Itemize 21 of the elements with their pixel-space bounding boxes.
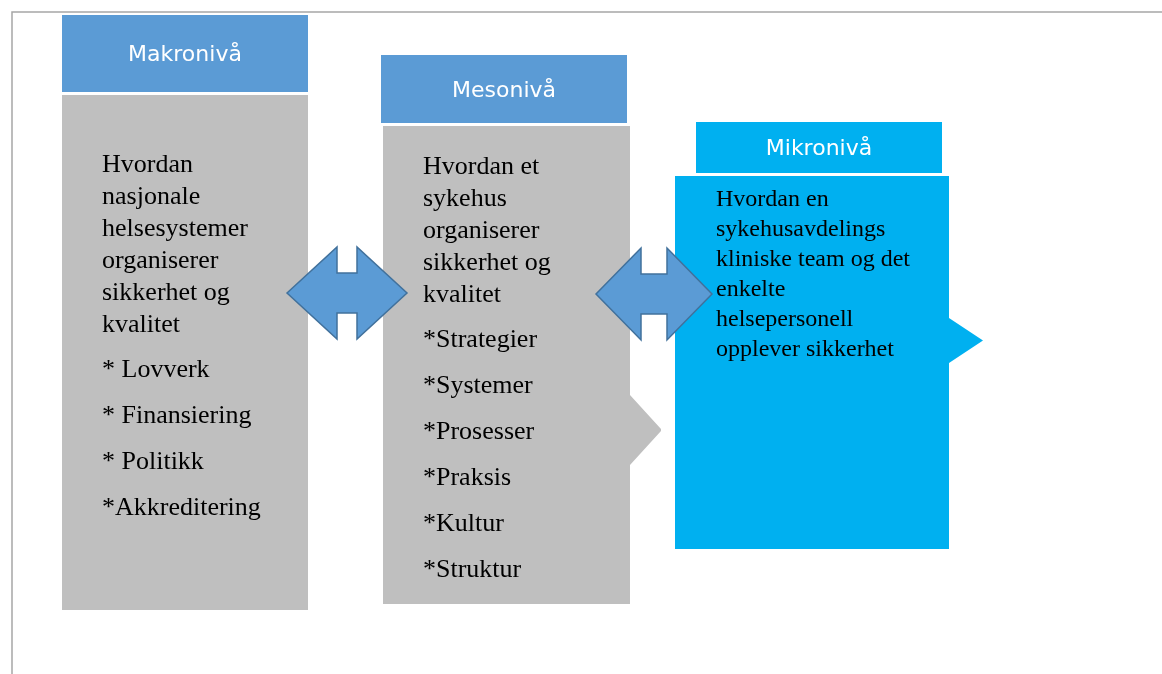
list-item: *Prosesser [423,415,536,447]
level-heading: Mesonivå [451,75,557,104]
list-item: *Akkreditering [102,491,262,523]
list-item: *Praksis [423,461,513,493]
list-item: *Struktur [423,553,523,585]
description-text: Hvordan en sykehusavdelings kliniske team og det enkelte helsepersonell opplever sikkerhet [716,184,911,363]
level-heading: Makronivå [127,40,243,68]
list-item: *Systemer [423,369,534,401]
description-text: Hvordan et sykehus organiserer sikkerhet og kvalitet [423,150,552,310]
double-arrow [594,246,714,342]
list-item: * Finansiering [102,399,253,431]
list-item: *Strategier [423,323,539,355]
level-column [62,15,308,610]
list-item: * Politikk [102,445,205,477]
description-text: Hvordan nasjonale helsesystemer organiserer sikkerhet og kvalitet [102,148,249,340]
list-item: *Kultur [423,507,505,539]
level-column [675,122,983,549]
level-heading: Mikronivå [764,134,874,162]
level-column [381,55,661,604]
list-item: * Lovverk [102,353,211,385]
double-arrow [285,245,409,341]
